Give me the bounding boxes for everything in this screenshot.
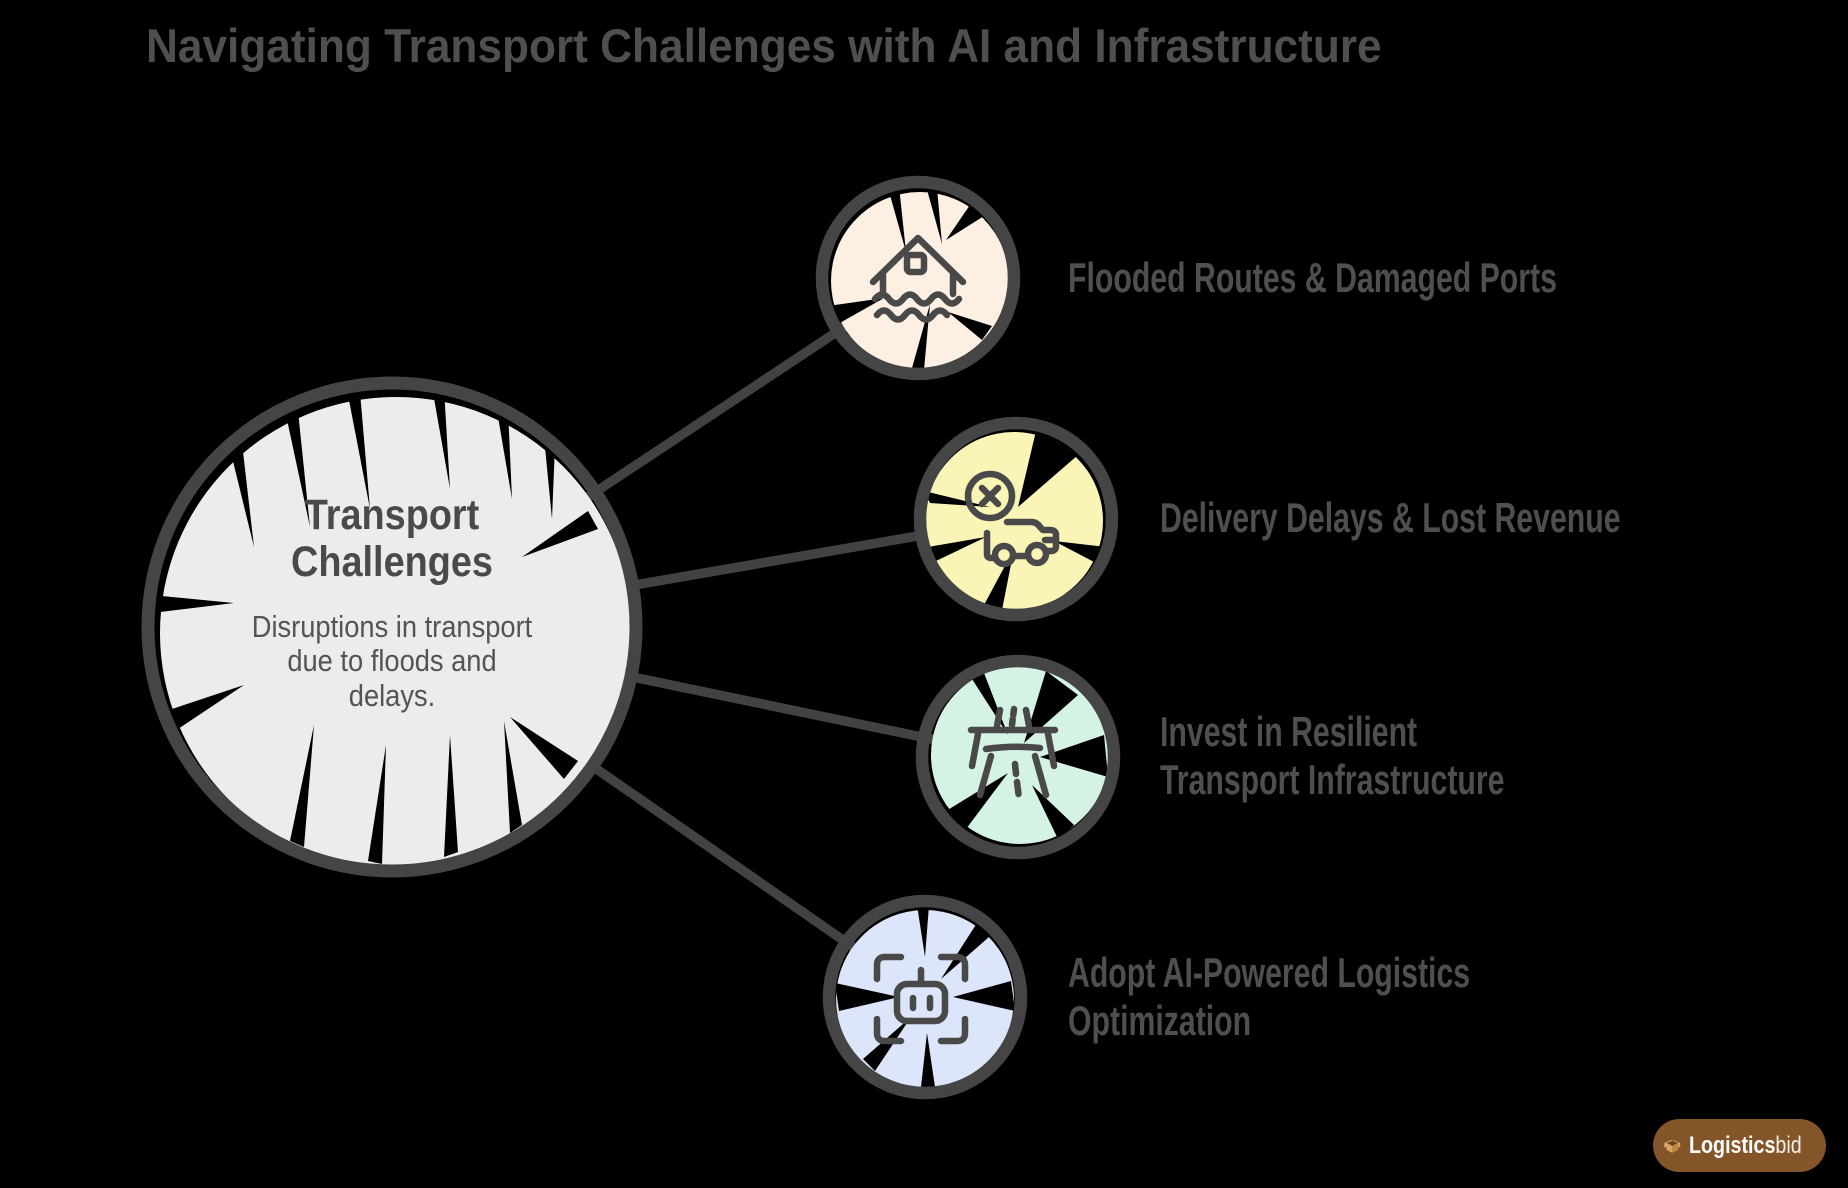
node-flooded-routes bbox=[815, 175, 1021, 381]
central-node-title: Transport Challenges bbox=[291, 491, 493, 586]
node-resilient-infrastructure bbox=[915, 654, 1121, 860]
node-flooded-routes-ring bbox=[815, 175, 1021, 381]
logisticsbid-badge: Logisticsbid bbox=[1653, 1119, 1826, 1172]
central-node-text: Transport Challenges Disruptions in tran… bbox=[198, 492, 585, 714]
node-resilient-infrastructure-ring bbox=[915, 654, 1121, 860]
node-label-flooded-routes: Flooded Routes & Damaged Ports bbox=[1068, 254, 1557, 302]
node-label-resilient-infrastructure: Invest in Resilient Transport Infrastruc… bbox=[1160, 708, 1505, 803]
open-box-icon bbox=[1664, 1139, 1681, 1153]
central-node-description: Disruptions in transport due to floods a… bbox=[251, 608, 533, 714]
node-ai-logistics-ring bbox=[822, 894, 1028, 1100]
logo-text-light: bid bbox=[1775, 1131, 1802, 1159]
logo-wordmark: Logisticsbid bbox=[1689, 1132, 1802, 1160]
central-node-fill bbox=[160, 397, 630, 865]
central-node bbox=[141, 376, 643, 878]
robot-scan-icon bbox=[873, 953, 969, 1045]
logo-text-bold: Logistics bbox=[1688, 1131, 1776, 1159]
central-node-ring bbox=[141, 376, 643, 878]
node-delivery-delays-ring bbox=[913, 416, 1119, 622]
node-label-delivery-delays: Delivery Delays & Lost Revenue bbox=[1160, 494, 1621, 542]
node-label-ai-logistics: Adopt AI-Powered Logistics Optimization bbox=[1068, 949, 1471, 1044]
node-delivery-delays bbox=[913, 416, 1119, 622]
highway-bridge-icon bbox=[967, 705, 1059, 799]
node-ai-logistics bbox=[822, 894, 1028, 1100]
cancelled-delivery-icon bbox=[964, 470, 1060, 568]
flooded-house-icon bbox=[869, 234, 967, 323]
page-title: Navigating Transport Challenges with AI … bbox=[146, 19, 1382, 72]
